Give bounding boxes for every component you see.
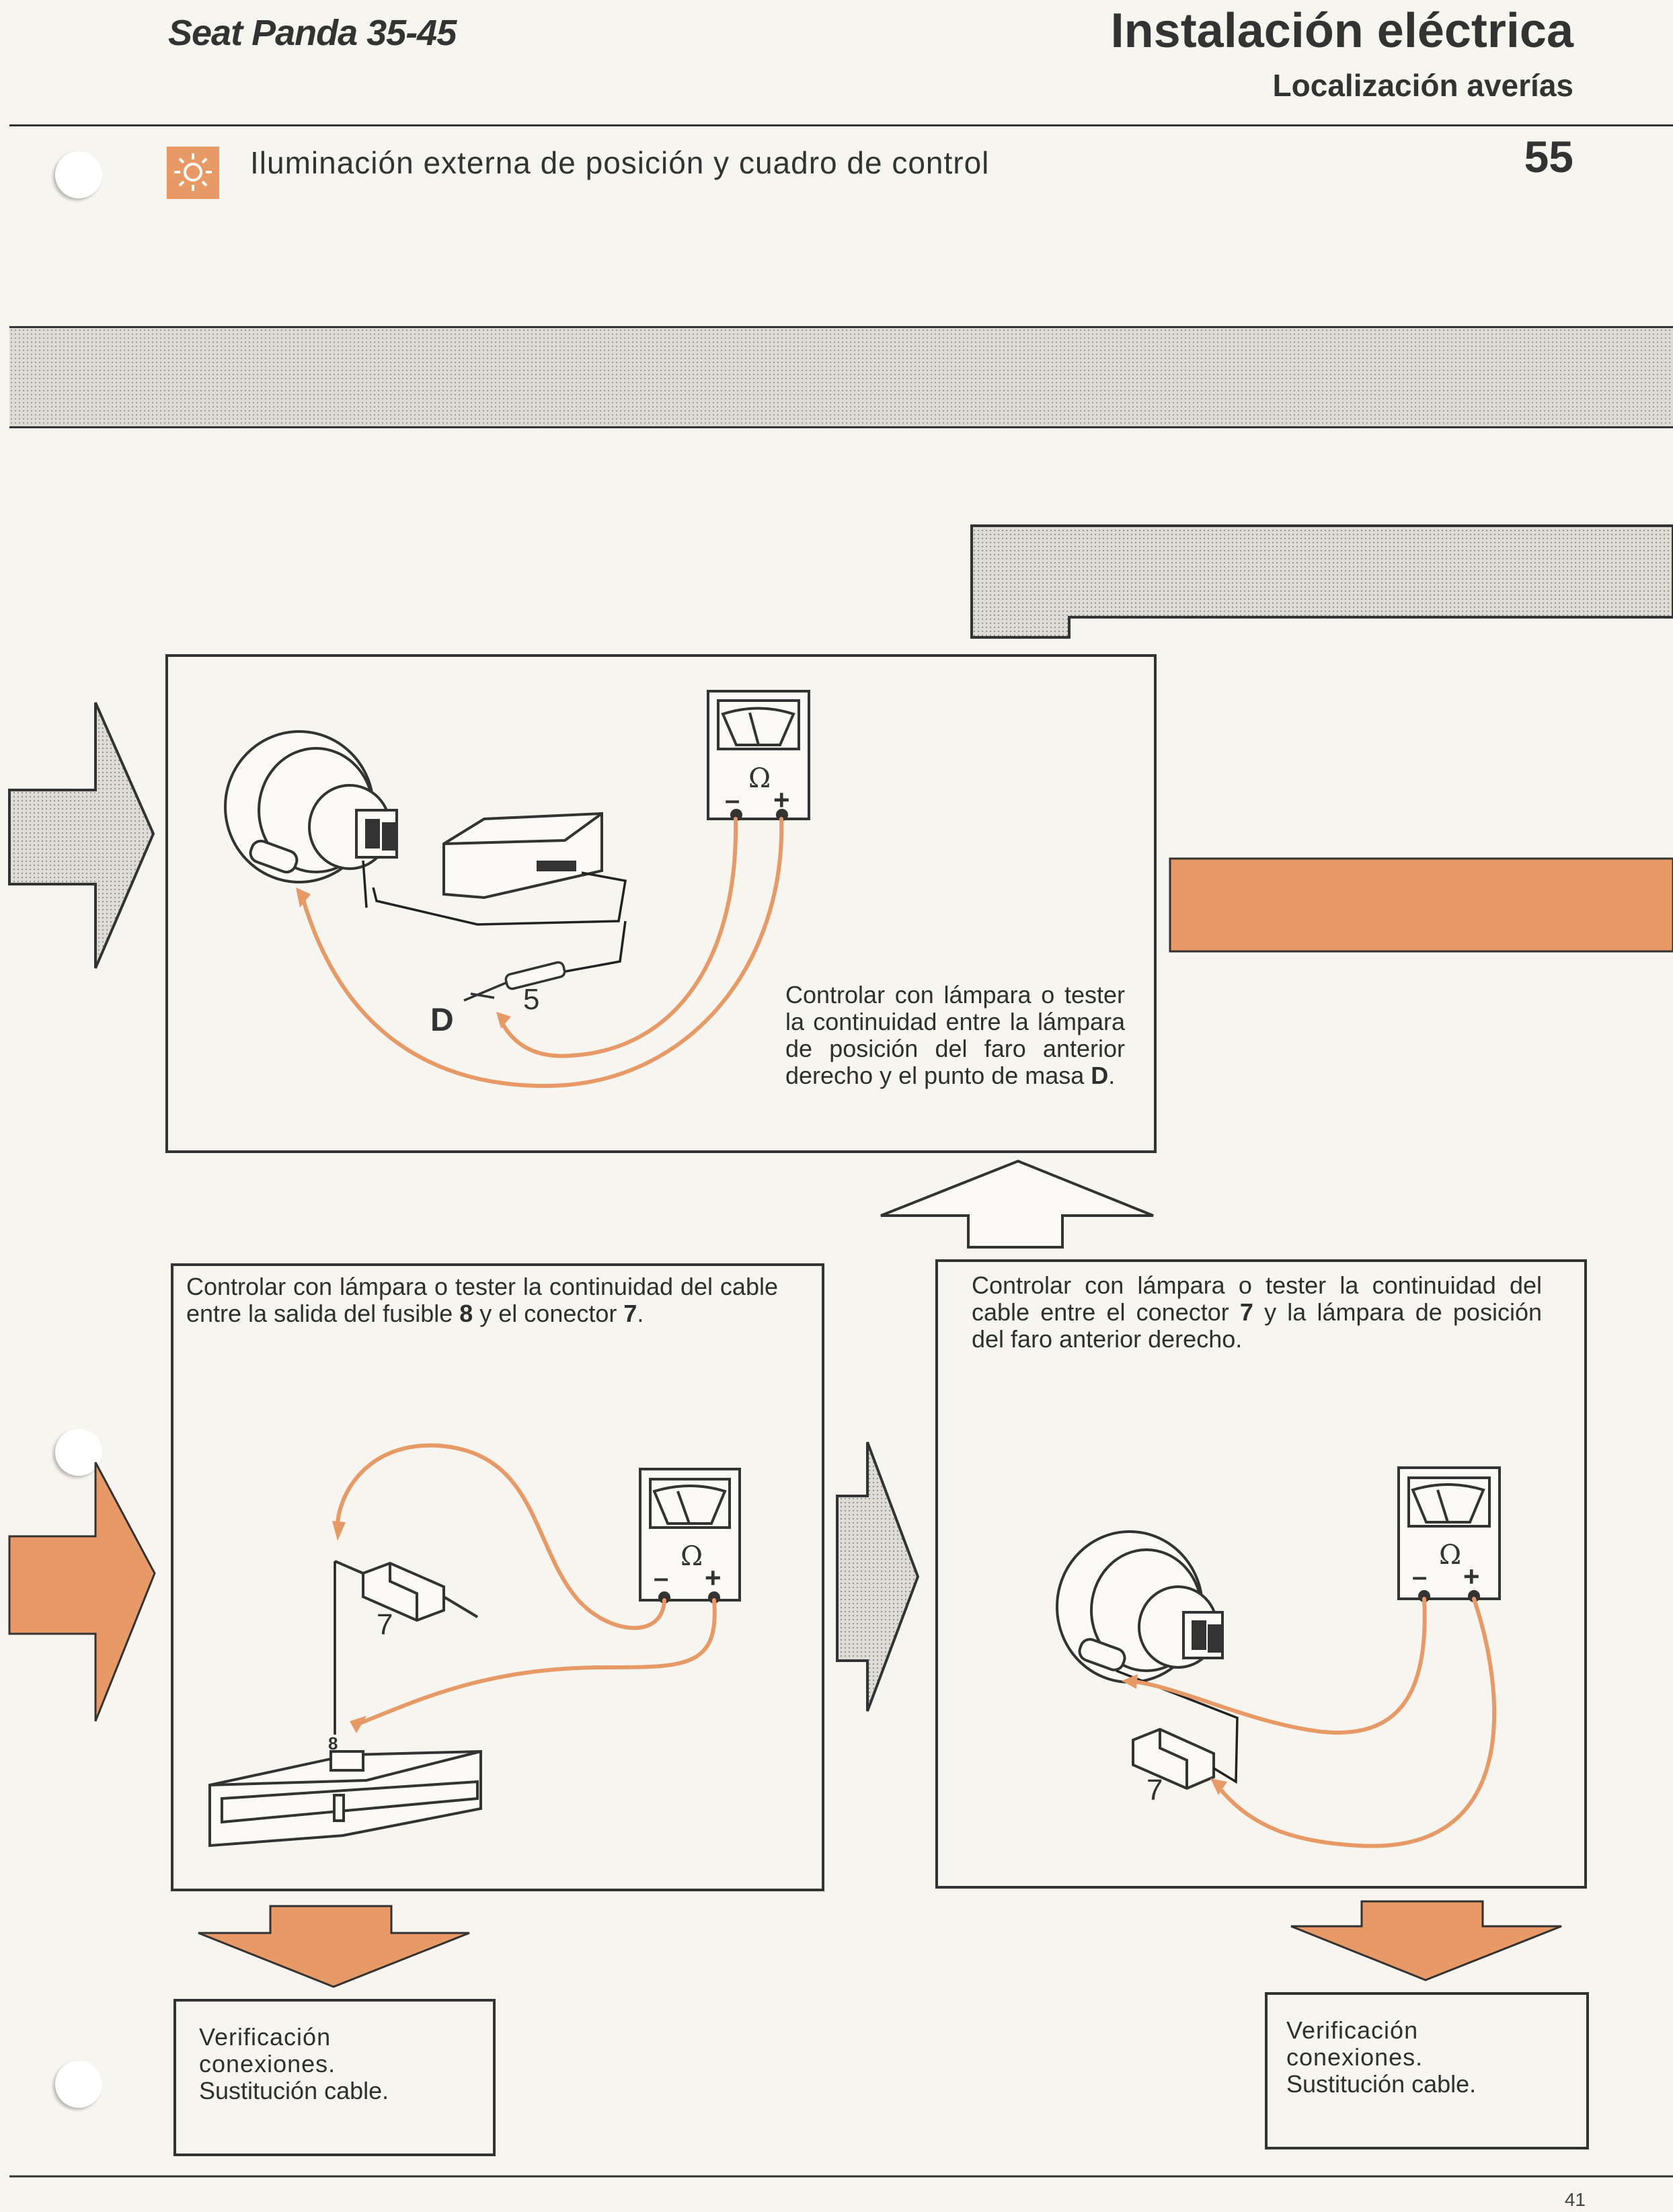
headlamp-right [1056,1530,1224,1684]
tester-minus-right: – [1412,1562,1428,1591]
entry-arrow-orange [8,1462,156,1722]
band-top-rule [9,326,1673,328]
result-left-line-2: Sustitución cable. [199,2077,389,2104]
down-arrow-left [198,1905,470,1988]
test-leads-top [301,817,784,1089]
brand-title: Seat Panda 35-45 [168,13,457,53]
right-panel-text: Controlar con lámpara o tester la contin… [972,1271,1542,1353]
tester-plus-right: + [1463,1561,1480,1592]
fuse-box-top [442,812,603,900]
tester-plus-top: + [773,784,790,816]
lead-tips-top [296,887,511,1029]
gray-band [9,328,1673,426]
result-right-text: Verificación conexiones. Sustitución cab… [1286,2017,1555,2098]
result-box-left [173,1999,496,2156]
entry-arrow-gray [8,702,155,969]
lamp-icon [167,147,219,199]
connector-7-right [1132,1727,1215,1790]
tester-top [707,690,810,821]
page-subtitle: Localización averías [1272,68,1573,103]
top-panel-text: Controlar con lámpara o tester la contin… [785,981,1125,1089]
wiring-top [362,860,627,973]
tester-left [639,1468,741,1604]
middle-arrow [836,1441,920,1712]
result-right-line-2: Sustitución cable. [1286,2070,1477,2098]
top-panel-box [165,654,1157,1153]
ground-point-label: D [430,1002,454,1038]
result-left-text: Verificación conexiones. Sustitución cab… [199,2024,468,2104]
left-panel-box [171,1263,824,1891]
page-title: Instalación eléctrica [1110,4,1573,58]
header-rule [9,124,1673,126]
orange-result-bar [1169,857,1673,953]
connector-7-ref: 7 [623,1300,637,1327]
tester-ohm-top: Ω [748,763,771,794]
right-panel-box [935,1259,1587,1889]
band-bottom-rule [9,426,1673,428]
tester-minus-top: – [725,785,740,815]
result-box-right [1265,1992,1589,2149]
fuse-8-ref: 8 [459,1300,473,1327]
tester-plus-left: + [705,1562,722,1593]
left-panel-text: Controlar con lámpara o tester la contin… [186,1273,778,1327]
connector-7-ref-right: 7 [1239,1298,1253,1326]
tester-ohm-left: Ω [680,1541,703,1572]
connector-7-label-left: 7 [377,1608,393,1641]
lead-tips-right [1122,1674,1227,1795]
result-left-line-1: Verificación conexiones. [199,2023,336,2078]
headlamp-top [224,730,398,883]
connector-7-left [334,1560,479,1622]
binder-hole-3 [55,1429,102,1476]
fuse-pin-8-label: 8 [328,1733,338,1753]
test-leads-left [335,1443,717,1727]
up-arrow [880,1159,1154,1249]
result-right-line-1: Verificación conexiones. [1286,2016,1424,2071]
connector-7-label-right: 7 [1146,1774,1163,1807]
wiring-right [1116,1669,1239,1784]
binder-hole-4 [55,2061,102,2108]
sheet-number: 41 [1564,2189,1586,2210]
fuse-5-label: 5 [523,983,540,1016]
fuse-element-5 [463,961,566,1002]
ground-point-ref: D [1091,1062,1109,1089]
down-arrow-right [1290,1900,1562,1981]
test-leads-right [1128,1597,1497,1848]
page-number: 55 [1524,132,1573,182]
lead-tips-left [332,1521,366,1733]
section-title: Iluminación externa de posición y cuadro… [250,145,990,180]
tester-right [1397,1466,1501,1602]
binder-hole-1 [55,151,102,198]
fuse-block-left [208,1749,482,1848]
tester-minus-left: – [654,1563,669,1593]
tester-ohm-right: Ω [1439,1540,1462,1571]
top-right-tab [970,524,1673,639]
